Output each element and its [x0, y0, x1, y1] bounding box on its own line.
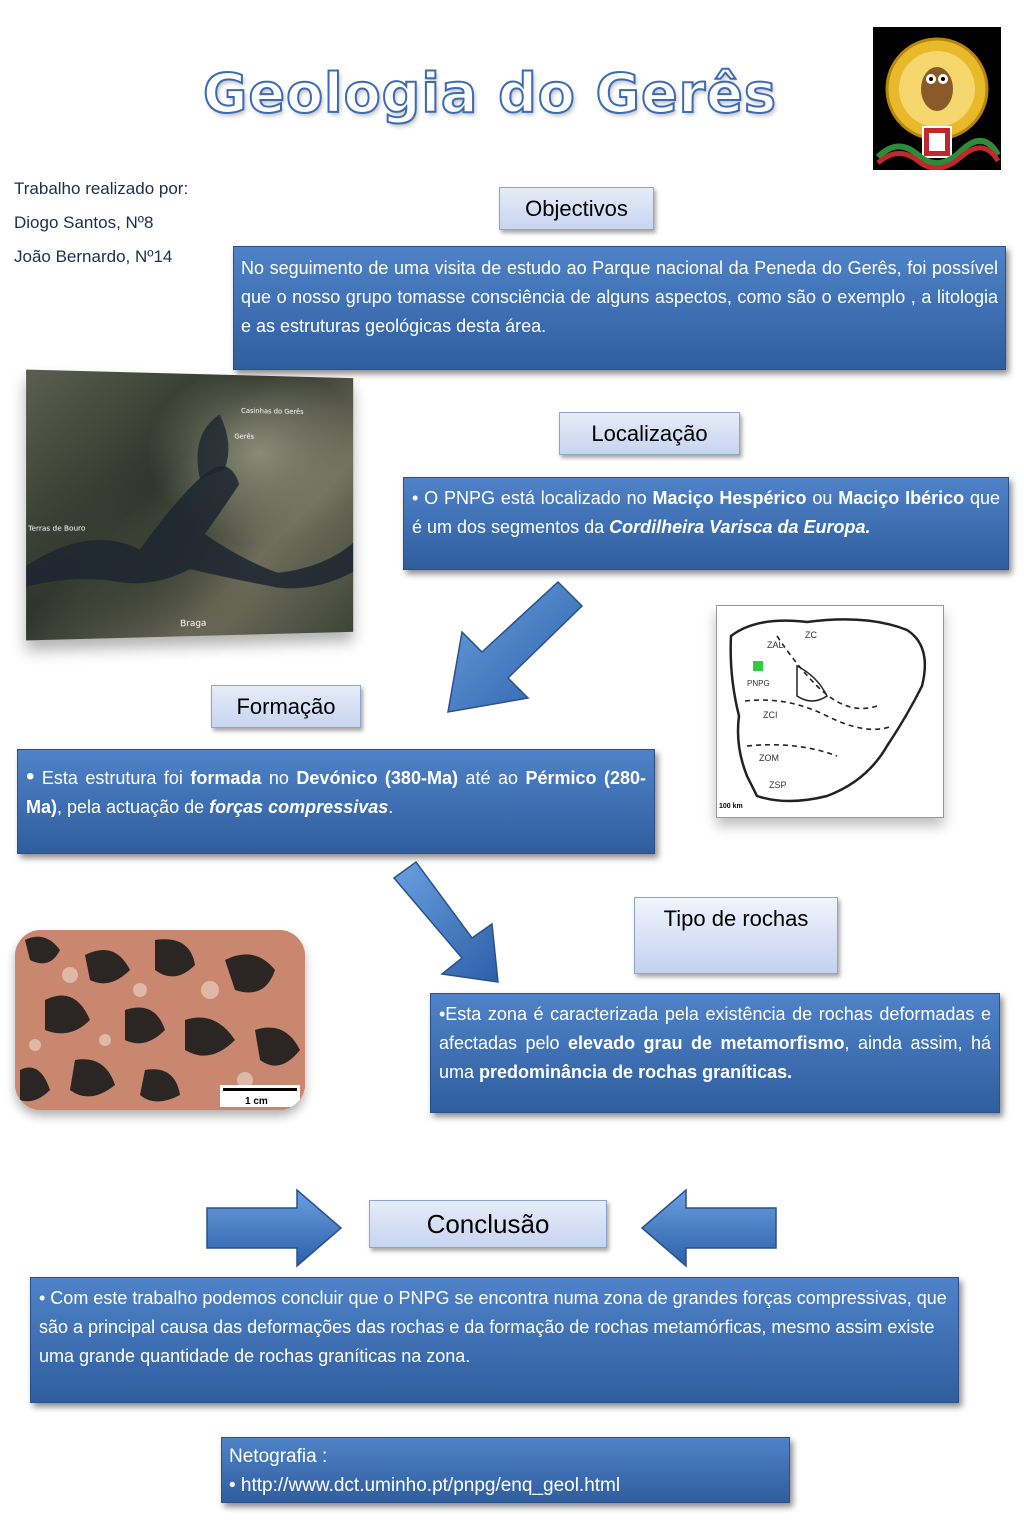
satellite-label-geres: Gerês — [234, 432, 254, 441]
authors-heading: Trabalho realizado por: — [14, 179, 189, 198]
netografia-box: Netografia : • http://www.dct.uminho.pt/… — [221, 1437, 790, 1503]
tipo-bold-2: predominância de rochas graníticas. — [479, 1062, 793, 1082]
objectivos-text: No seguimento de uma visita de estudo ao… — [233, 246, 1006, 370]
formacao-bold-2: Devónico (380-Ma) — [296, 768, 458, 788]
localizacao-label: Localização — [559, 412, 740, 455]
formacao-label: Formação — [211, 685, 361, 728]
arrow-down-left-icon — [447, 580, 584, 713]
map-label-zc: ZC — [805, 630, 817, 640]
localizacao-text-3: que é um dos segmentos da — [412, 488, 1000, 537]
tipo-bold-1: elevado grau de metamorfismo — [568, 1033, 845, 1053]
localizacao-bold-italic: Cordilheira Varisca da Europa. — [609, 517, 871, 537]
granite-photo: 1 cm — [15, 930, 305, 1110]
tipo-text-1: •Esta zona é caracterizada pela existênc… — [439, 1004, 991, 1053]
conclusao-label: Conclusão — [369, 1200, 607, 1248]
netografia-link[interactable]: • http://www.dct.uminho.pt/pnpg/enq_geol… — [229, 1475, 621, 1496]
pnpg-marker — [753, 661, 763, 671]
tipo-rochas-label: Tipo de rochas — [634, 897, 838, 974]
localizacao-bold-1: Maciço Hespérico — [652, 488, 807, 508]
formacao-text-4: , pela actuação de — [57, 797, 210, 817]
arrow-right-icon — [206, 1188, 343, 1268]
author-1: Diogo Santos, Nº8 — [14, 213, 154, 232]
tipo-text-2: , ainda assim, há uma — [439, 1033, 991, 1082]
localizacao-bold-2: Maciço Ibérico — [838, 488, 965, 508]
localizacao-text-2: ou — [806, 488, 839, 508]
objectivos-label: Objectivos — [499, 187, 654, 230]
satellite-label-terras: Terras de Bouro — [27, 523, 85, 532]
map-label-zci: ZCI — [763, 710, 778, 720]
formacao-text-2: no — [261, 768, 297, 788]
map-label-pnpg: PNPG — [747, 679, 770, 688]
localizacao-text: • O PNPG está localizado no Maciço Hespé… — [403, 477, 1009, 570]
conclusao-text: • Com este trabalho podemos concluir que… — [30, 1277, 959, 1403]
author-2: João Bernardo, Nº14 — [14, 247, 173, 266]
tipo-rochas-text: •Esta zona é caracterizada pela existênc… — [430, 993, 1000, 1113]
arrow-down-right-icon — [392, 860, 499, 983]
map-scale: 100 km — [719, 803, 743, 810]
formacao-text-5: . — [388, 797, 394, 817]
page-title: Geologia do Gerês — [202, 61, 777, 126]
formacao-bold-1: formada — [190, 768, 262, 788]
netografia-label: Netografia : — [229, 1446, 328, 1467]
map-label-zsp: ZSP — [769, 780, 787, 790]
map-label-zal: ZAL — [767, 640, 784, 650]
satellite-label-braga: Braga — [180, 619, 206, 630]
satellite-image: Casinhas do Gerês Gerês Terras de Bouro … — [26, 369, 354, 641]
localizacao-text-1: • O PNPG está localizado no — [412, 488, 653, 508]
rock-scale-label: 1 cm — [245, 1096, 268, 1107]
formacao-text-3: até ao — [457, 768, 526, 788]
formacao-bold-3: Pérmico (280-Ma) — [26, 768, 646, 817]
arrow-left-icon — [640, 1188, 777, 1268]
formacao-bullet: • — [26, 763, 35, 790]
map-label-zom: ZOM — [759, 753, 779, 763]
iberia-map: ZC ZAL PNPG ZCI ZOM ZSP 100 km — [716, 605, 944, 818]
authors-block: Trabalho realizado por: Diogo Santos, Nº… — [14, 172, 188, 274]
school-logo — [873, 27, 1001, 170]
formacao-text: • Esta estrutura foi formada no Devónico… — [17, 749, 655, 854]
satellite-label-casinhas: Casinhas do Gerês — [241, 406, 304, 416]
formacao-text-1: Esta estrutura foi — [34, 768, 191, 788]
formacao-bold-italic: forças compressivas — [209, 797, 389, 817]
